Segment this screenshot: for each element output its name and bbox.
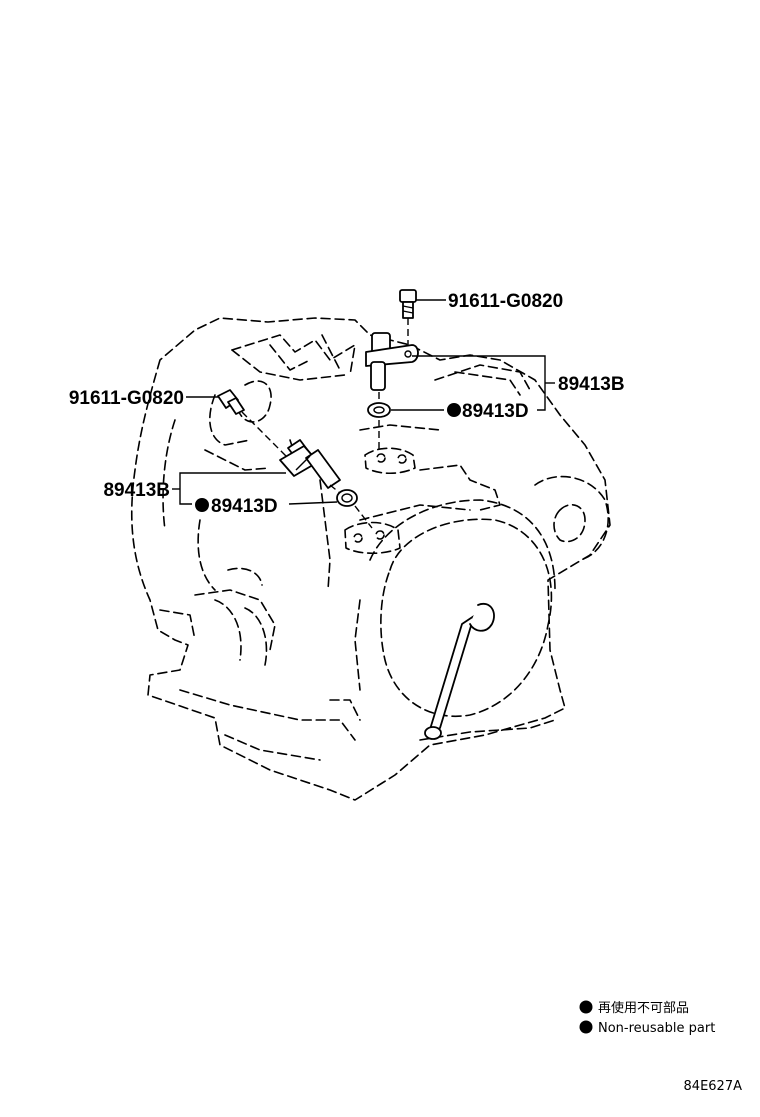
non-reusable-marker-icon xyxy=(447,403,461,417)
legend: 再使用不可部品 Non-reusable part xyxy=(579,1000,715,1036)
callout-bolt-top[interactable]: 91611-G0820 xyxy=(448,291,563,312)
left-oring-icon xyxy=(336,489,358,507)
legend-bullet-icon xyxy=(579,1000,593,1014)
callout-bolt-left[interactable]: 91611-G0820 xyxy=(69,388,184,409)
leader-lines xyxy=(172,299,555,505)
callout-labels: 91611-G0820 89413B 89413D 91611-G0820 89… xyxy=(69,291,625,517)
non-reusable-marker-icon xyxy=(195,498,209,512)
top-speed-sensor-assembly xyxy=(365,289,419,450)
callout-sensor-left[interactable]: 89413B xyxy=(103,480,170,501)
left-bolt-icon xyxy=(217,389,245,415)
top-sensor-icon xyxy=(365,332,419,391)
transaxle-housing xyxy=(130,317,611,801)
legend-item-jp: 再使用不可部品 xyxy=(598,1000,689,1016)
callout-oring-left[interactable]: 89413D xyxy=(211,496,278,517)
output-shaft xyxy=(424,602,495,740)
top-oring-icon xyxy=(367,402,391,418)
callout-oring-top[interactable]: 89413D xyxy=(462,401,529,422)
figure-code: 84E627A xyxy=(684,1079,743,1094)
top-bolt-icon xyxy=(399,289,417,345)
left-sensor-icon xyxy=(279,439,341,489)
left-speed-sensor-assembly xyxy=(217,389,373,529)
legend-item-en: Non-reusable part xyxy=(598,1021,715,1036)
legend-bullet-icon xyxy=(579,1020,593,1034)
callout-sensor-top[interactable]: 89413B xyxy=(558,374,625,395)
